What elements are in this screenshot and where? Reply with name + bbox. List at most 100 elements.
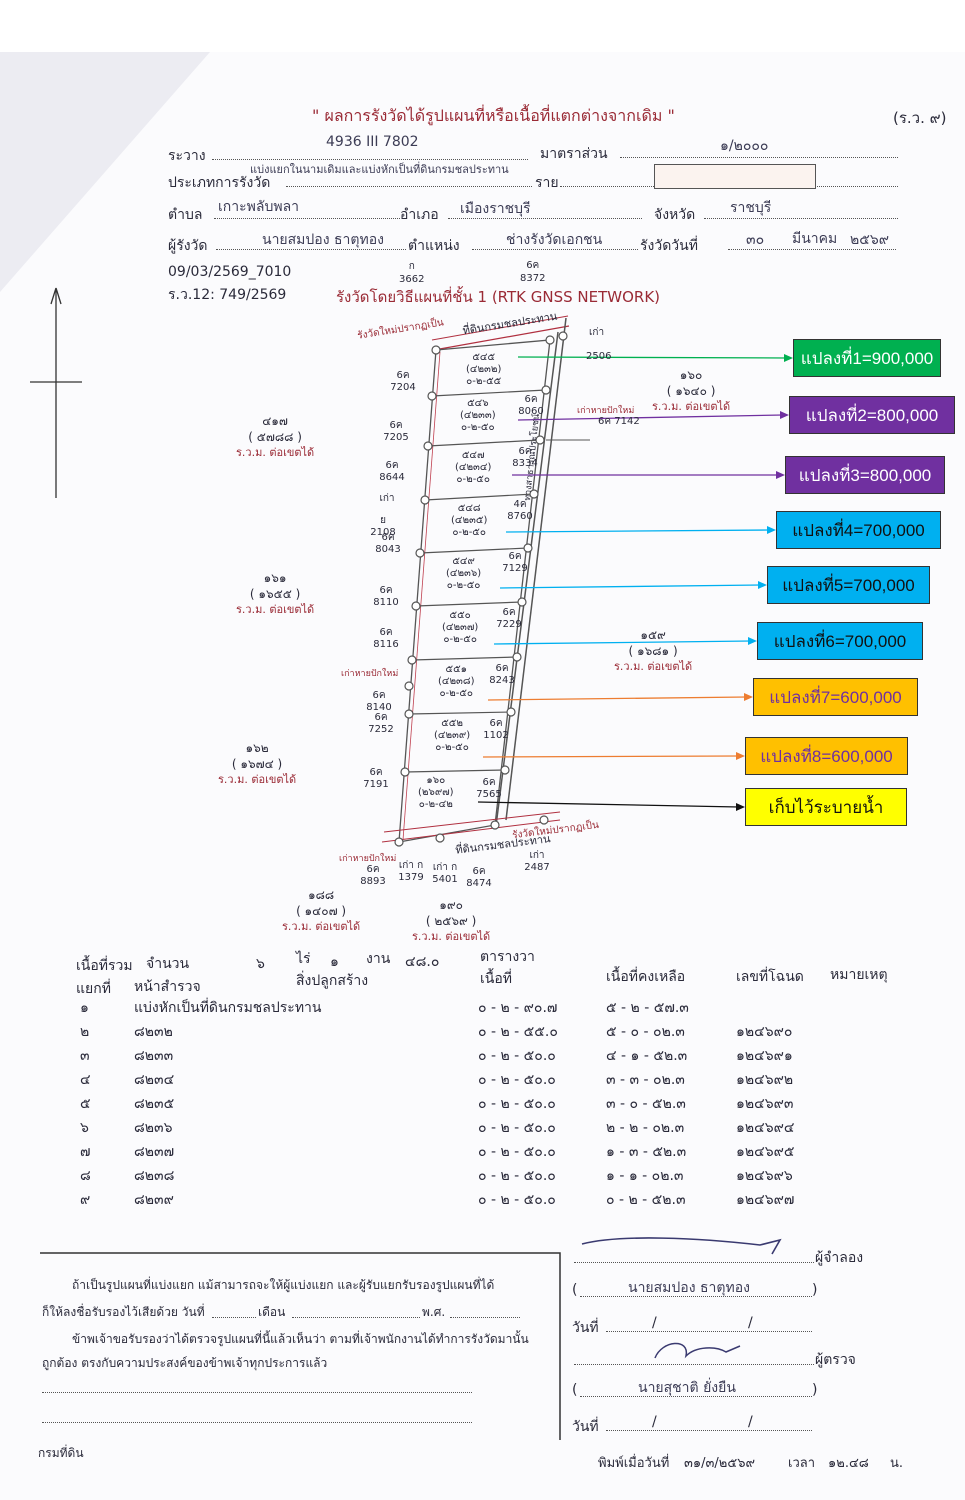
row-area: ๐ - ๒ - ๙๐.๗ <box>478 1000 558 1016</box>
row-deed: ๑๒๔๖๙๑ <box>736 1048 793 1064</box>
left-red-boundary <box>402 351 441 841</box>
rai-unit: ไร่ <box>296 951 311 967</box>
row-page: ๘๒๓๘ <box>134 1168 175 1184</box>
callout-parcel-6: แปลงที่6=700,000 <box>757 622 923 660</box>
bottom-boundary-mark: เก่า ก 5401 <box>432 862 458 885</box>
right-boundary-mark: 6ค 8243 <box>489 663 515 686</box>
old-note-top: เก่า <box>589 327 605 338</box>
callout-arrow-line <box>505 529 771 533</box>
checker-name-line <box>580 1382 812 1397</box>
neighbor-note: ร.ว.ม. ต่อเขตได้ <box>236 603 315 616</box>
row-deed: ๑๒๔๖๙๓ <box>736 1096 794 1112</box>
row-number: ๒ <box>80 1024 90 1040</box>
drafter-date-slash-2: / <box>748 1315 753 1331</box>
neighbor-code: ( ๑๖๔๐ ) <box>666 384 716 398</box>
left-boundary-mark: 6ค 7252 <box>368 712 394 735</box>
row-remaining: ๑ - ๑ - ๐๒.๓ <box>606 1168 684 1184</box>
printed-label: พิมพ์เมื่อวันที่ <box>598 1456 670 1471</box>
parcel-number: ๕๔๗ <box>461 450 485 461</box>
count-label: จำนวน <box>146 956 190 972</box>
callout-parcel-8: แปลงที่8=600,000 <box>745 737 908 775</box>
callout-arrowhead-icon <box>784 354 793 362</box>
row-deed: ๑๒๔๖๙๐ <box>736 1024 793 1040</box>
footer-year-line <box>450 1303 520 1318</box>
row-remaining: ๓ - ๐ - ๕๒.๓ <box>606 1096 686 1112</box>
callout-arrow-line <box>477 801 740 808</box>
parcel-area: ๐-๒-๕๐ <box>439 688 474 699</box>
position-value: ช่างรังวัดเอกชน <box>506 232 603 248</box>
parcel-number: ๕๔๘ <box>457 503 481 514</box>
left-boundary-mark: 6ค 8116 <box>373 627 399 650</box>
parcel-code: (๔๒๓๒) <box>466 364 502 375</box>
row-area: ๐ - ๒ - ๕๐.๐ <box>478 1192 556 1208</box>
footer-day-line <box>212 1303 256 1318</box>
callout-parcel-1: แปลงที่1=900,000 <box>793 339 941 377</box>
footer-month-label: เดือน <box>258 1305 286 1319</box>
neighbor-parcel-7: ๑๙๐( ๒๕๖๙ )ร.ว.ม. ต่อเขตได้ <box>412 897 490 945</box>
neighbor-code: ( ๑๖๗๔ ) <box>231 757 283 771</box>
amphoe-value: เมืองราชบุรี <box>460 201 531 217</box>
neighbor-parcel-4: ๑๖๐( ๑๖๔๐ )ร.ว.ม. ต่อเขตได้ <box>652 367 730 415</box>
parcel-area: ๐-๒-๕๐ <box>435 742 469 753</box>
callout-arrowhead-icon <box>736 803 745 811</box>
date-line <box>728 233 896 250</box>
total-area-label: เนื้อที่รวม <box>76 958 133 974</box>
callout-arrow-line <box>499 584 762 589</box>
table-row: ๓๘๒๓๓๐ - ๒ - ๕๐.๐๔ - ๑ - ๕๒.๓๑๒๔๖๙๑ <box>0 1045 965 1069</box>
row-deed: ๑๒๔๖๙๔ <box>736 1120 795 1136</box>
parcel-area: ๐-๒-๕๐ <box>461 422 495 433</box>
bottom-road-line <box>381 819 561 843</box>
neighbor-code: ( ๒๕๖๙ ) <box>425 914 477 928</box>
row-number: ๕ <box>80 1096 91 1112</box>
boundary-markers <box>394 331 568 847</box>
rawang-line <box>212 143 528 160</box>
col-split: แยกที่ <box>76 981 111 997</box>
ref-number-1: 09/03/2569_7010 <box>168 264 292 280</box>
col-remaining: เนื้อที่คงเหลือ <box>606 969 686 985</box>
checker-date-slash-2: / <box>748 1414 753 1430</box>
amphoe-label: อำเภอ <box>400 207 439 223</box>
parcel-area: ๐-๒-๕๕ <box>466 376 502 387</box>
row-number: ๘ <box>80 1168 91 1184</box>
parcel-label-1: ๕๔๕(๔๒๓๒)๐-๒-๕๕ <box>466 352 501 388</box>
position-line <box>472 233 638 250</box>
left-boundary-mark: 6ค 8110 <box>373 585 399 608</box>
row-area: ๐ - ๒ - ๕๕.๐ <box>478 1024 558 1040</box>
neighbor-code: ( ๑๖๕๕ ) <box>249 587 301 601</box>
time-unit: น. <box>890 1456 904 1471</box>
neighbor-parcel-1: ๔๑๗( ๕๗๘๘ )ร.ว.ม. ต่อเขตได้ <box>236 413 314 461</box>
drafter-date-slash-1: / <box>652 1315 657 1331</box>
callout-parcel-4: แปลงที่4=700,000 <box>776 511 941 549</box>
checker-date-label: วันที่ <box>572 1419 599 1435</box>
neighbor-code: ( ๕๗๘๘ ) <box>248 430 302 444</box>
parcel-label-9: ๑๖๐(๒๖๙๗)๐-๒-๔๒ <box>418 775 454 811</box>
total-wa: ๔๘.๐ <box>405 954 440 970</box>
row-remaining: ๓ - ๓ - ๐๒.๓ <box>606 1072 685 1088</box>
drafter-name: นายสมปอง ธาตุทอง <box>628 1280 750 1296</box>
left-boundary-mark: ย 2108 <box>370 515 396 538</box>
parcel-code: (๒๖๙๗) <box>418 787 454 798</box>
tambon-line <box>214 202 400 219</box>
neighbor-number: ๑๖๐ <box>679 368 703 382</box>
footer-line-3: ข้าพเจ้าขอรับรองว่าได้ตรวจรูปแผนที่นี้แล… <box>72 1332 529 1346</box>
left-boundary-mark: เก่า <box>379 493 395 504</box>
total-rai: ๖ <box>256 956 265 972</box>
right-boundary-mark: 4ค 8760 <box>507 499 533 522</box>
callout-arrow-line <box>517 414 784 421</box>
parcel-number: ๕๔๕ <box>472 352 496 363</box>
checker-sign-line <box>574 1352 814 1365</box>
survey-type-line <box>286 170 532 187</box>
total-ngan: ๑ <box>330 954 339 970</box>
amphoe-line <box>448 202 642 219</box>
parcel-label-7: ๕๕๑(๔๒๓๘)๐-๒-๕๐ <box>438 664 475 700</box>
parcel-number: ๕๕๑ <box>445 664 467 675</box>
table-row: ๑แบ่งหักเป็นที่ดินกรมชลประทาน๐ - ๒ - ๙๐.… <box>0 997 965 1021</box>
parcel-code: (๔๒๓๔) <box>455 462 492 473</box>
surveyor-label: ผู้รังวัด <box>168 238 208 254</box>
callout-parcel-5: แปลงที่5=700,000 <box>767 566 930 604</box>
parcel-label-6: ๕๕๐(๔๒๓๗)๐-๒-๕๐ <box>442 610 478 646</box>
row-remaining: ๕ - ๐ - ๐๒.๓ <box>606 1024 685 1040</box>
survey-type-value: แบ่งแยกในนามเดิมและแบ่งหักเป็นที่ดินกรมช… <box>250 163 509 176</box>
parcel-code: (๔๒๓๘) <box>438 676 475 687</box>
